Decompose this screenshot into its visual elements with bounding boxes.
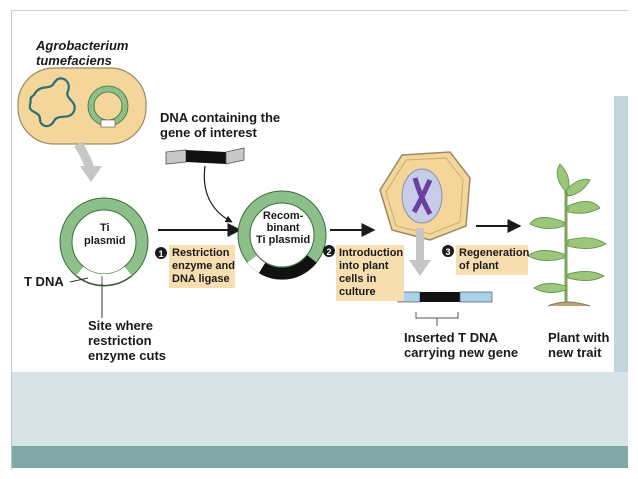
step1-number-circle: [155, 247, 167, 259]
inserted-bracket: [415, 312, 459, 319]
plant-label: Plant with new trait: [548, 330, 610, 360]
right-accent-bar: [614, 96, 628, 372]
recombinant-label: Recom- binant Ti plasmid: [256, 210, 311, 246]
step2-number: 2: [326, 247, 331, 257]
inserted-label: Inserted T DNA carrying new gene: [404, 330, 519, 360]
step1-number: 1: [158, 249, 163, 259]
bacterial-chromosome: [28, 77, 76, 128]
site-label: Site where restriction enzyme cuts: [88, 318, 167, 363]
ti-plasmid: [59, 197, 149, 290]
plant-illustration: [527, 163, 607, 307]
dna-to-recombinant-arrow: [203, 165, 233, 223]
top-frame-line: [11, 10, 629, 11]
step3-number-circle: [442, 245, 454, 257]
footer-bar: [12, 446, 628, 468]
recombinant-ti-plasmid: [237, 190, 327, 280]
ti-plasmid-label: Ti plasmid: [84, 222, 126, 247]
slide-top-area: [0, 0, 638, 372]
agrobacterium-cell: [17, 67, 147, 145]
plant-cell: [379, 151, 471, 241]
left-frame-line: [11, 10, 12, 470]
step2-number-circle: [323, 245, 335, 257]
step2-label: Introduction into plant cells in culture: [336, 245, 404, 301]
t-dna-segment: [76, 266, 132, 285]
inserted-t-dna: [397, 291, 493, 303]
t-dna-label: T DNA: [24, 274, 64, 289]
dna-fragment: [165, 147, 245, 165]
step1-label: Restriction enzyme and DNA ligase: [169, 245, 235, 288]
organism-label: Agrobacterium tumefaciens: [36, 38, 129, 68]
step3-label: Regeneration of plant: [456, 245, 529, 275]
dna-label: DNA containing the gene of interest: [160, 110, 281, 140]
step3-number: 3: [445, 247, 450, 257]
slide-bottom-area: [12, 372, 628, 446]
t-dna-pointer: [69, 277, 89, 283]
